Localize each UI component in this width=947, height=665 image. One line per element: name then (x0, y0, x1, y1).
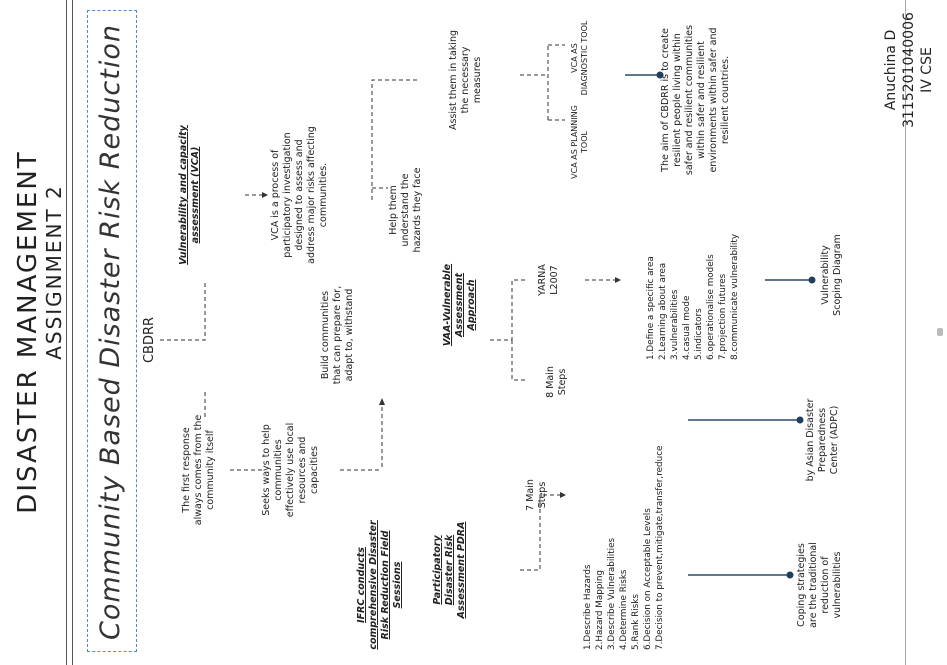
bullet-dot-aim (656, 71, 664, 79)
connector-vaa-yarna (490, 279, 525, 341)
margin-line-left-inner (72, 0, 73, 665)
author-class: IV CSE (919, 47, 935, 93)
eight-step-item-2: 2.Learning about area (658, 262, 668, 360)
seven-step-item-1: 1.Describe Hazards (583, 564, 593, 651)
connector-vca-help (371, 79, 420, 200)
eight-step-item-6: 6.operationalise models (706, 254, 716, 360)
node-adpc: by Asian Disaster Preparedness Center (A… (805, 398, 840, 482)
seven-step-item-3: 3.Describe Vulnerabilities (607, 537, 617, 650)
page-title: Community Based Disaster Risk Reduction (95, 24, 126, 640)
seven-step-item-2: 2.Hazard Mapping (595, 569, 605, 650)
node-seven-steps: 7 Main Steps (525, 479, 548, 511)
node-vca-planning-tool: VCA AS PLANNING TOOL (570, 105, 589, 179)
assignment-number: ASSIGNMENT 2 (42, 184, 66, 360)
node-seeks-ways: Seeks ways to help communities effective… (261, 422, 320, 518)
eight-step-item-3: 3.vulnerabilities (670, 289, 680, 360)
node-scoping-diagram: Vulnerability Scoping Diagram (820, 234, 843, 316)
bullet-dot-coping (786, 571, 794, 579)
node-vca-title: Vulnerability and capacity assessment (V… (178, 125, 201, 265)
node-vca-diagnostic-tool: VCA AS DIAGNOSTIC TOOL (570, 20, 589, 96)
subtitle-box (87, 10, 137, 652)
scroll-handle-icon[interactable] (937, 328, 943, 336)
node-assist-them: Assist them in taking the necessary meas… (448, 30, 483, 131)
node-help-them: Help them understand the hazards they fa… (388, 167, 423, 253)
eight-step-item-1: 1.Define a specific area (646, 256, 656, 360)
eight-step-item-7: 7.projection futures (718, 273, 728, 360)
eight-step-item-4: 4.casual mode (682, 295, 692, 360)
author-block: Anuchina D 3115201040006 IV CSE (882, 5, 942, 135)
seven-steps-list: 1.Describe Hazards 2.Hazard Mapping 3.De… (582, 410, 678, 650)
author-name: Anuchina D (883, 29, 899, 111)
node-vca-description: VCA is a process of participatory invest… (270, 126, 329, 264)
connector-vaa-eight (511, 340, 525, 381)
node-ifrc: IFRC conducts comprehensive Disaster Ris… (356, 520, 403, 650)
node-first-response: The first response always comes from the… (181, 414, 216, 526)
node-eight-steps: 8 Main Steps (545, 366, 568, 398)
author-roll-number: 3115201040006 (901, 12, 917, 128)
node-yarna: YARNA L2007 (537, 264, 560, 296)
eight-step-item-8: 8.communicate vulnerability (730, 233, 740, 360)
node-build: Build communities that can prepare for, … (320, 285, 355, 385)
node-cbdrr: CBDRR (142, 316, 157, 364)
seven-step-item-7: 7.Decision to prevent,mitigate,transfer,… (655, 445, 665, 650)
eight-step-item-5: 5.indicators (694, 308, 704, 360)
node-pdra: Participatory Disaster Risk Assessment P… (432, 521, 467, 619)
bullet-dot-adpc (796, 416, 804, 424)
seven-step-item-5: 5.Rank Risks (631, 594, 641, 650)
node-aim: The aim of CBDRR is to create resilient … (660, 24, 731, 176)
margin-line-right (905, 0, 906, 665)
seven-step-item-6: 6.Decision on Acceptable Levels (643, 508, 653, 650)
assignment-title-block: DISASTER MANAGEMENT ASSIGNMENT 2 (13, 12, 70, 652)
margin-line-left (66, 0, 67, 665)
node-coping: Coping strategies are the traditional re… (796, 542, 843, 628)
bullet-dot-scoping (808, 276, 816, 284)
connector-pdra-steps (520, 494, 560, 571)
assignment-title: DISASTER MANAGEMENT (13, 150, 43, 514)
eight-steps-list: 1.Define a specific area 2.Learning abou… (645, 210, 755, 360)
connector-cbdrr-vca (160, 280, 206, 341)
seven-step-item-4: 4.Determine Risks (619, 569, 629, 650)
node-vaa: VAA-Vulnerable Assessment Approach (442, 263, 477, 347)
